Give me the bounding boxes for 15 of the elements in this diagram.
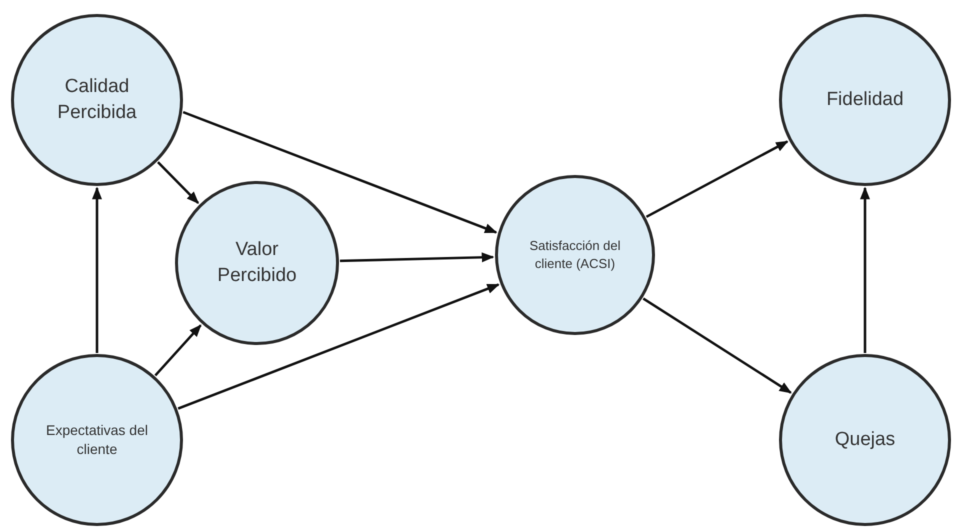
arrow — [860, 186, 870, 353]
node-label: Valor Percibido — [216, 238, 298, 288]
arrow — [178, 283, 500, 410]
arrow — [182, 110, 498, 234]
arrow — [154, 324, 202, 376]
node-label: Fidelidad — [826, 88, 904, 112]
arrow — [642, 298, 792, 394]
arrow — [92, 186, 102, 353]
node-label: Calidad Percibida — [56, 74, 138, 125]
arrow — [340, 252, 494, 262]
node-label: Satisfacción del cliente (ACSI) — [528, 237, 622, 273]
arrow — [646, 140, 788, 218]
arrow — [157, 161, 200, 204]
node-label: Quejas — [834, 428, 896, 452]
node-label: Expectativas del cliente — [45, 420, 149, 459]
